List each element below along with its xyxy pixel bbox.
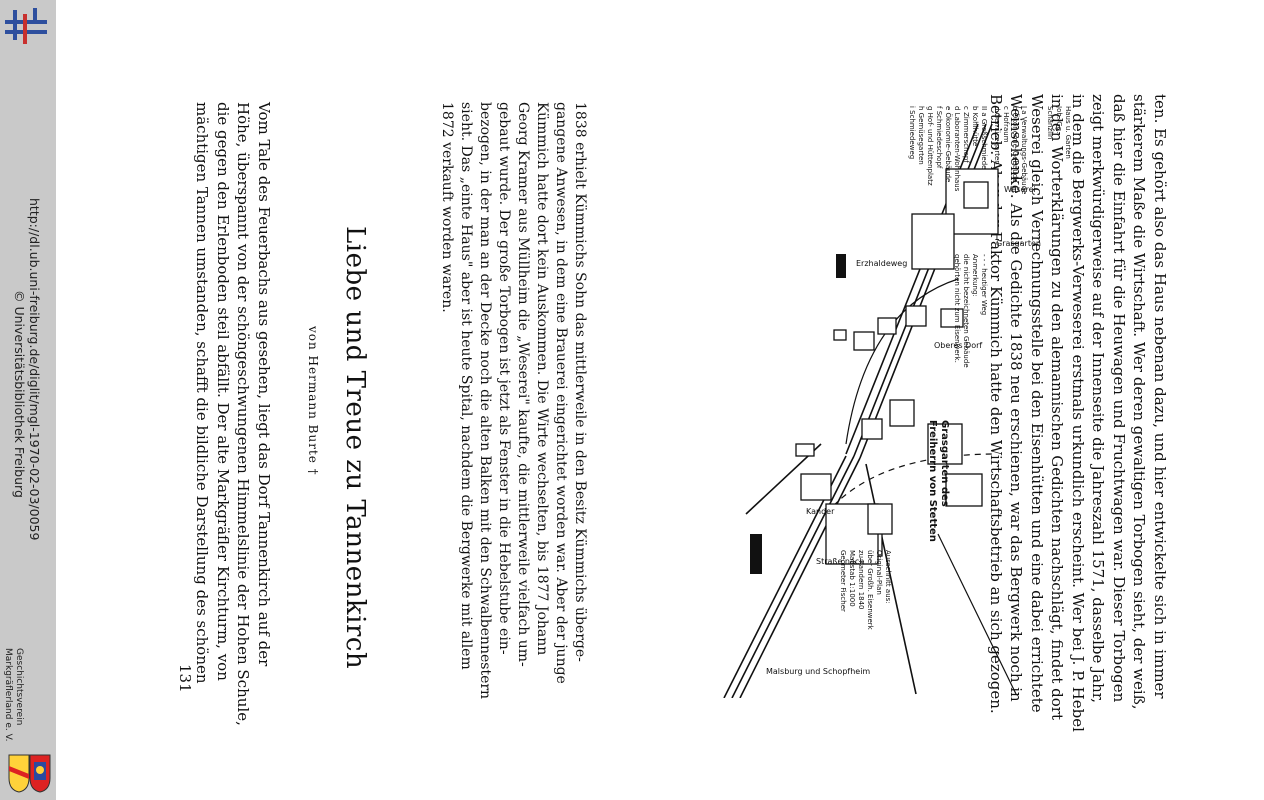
legend-entry: g Hof- und Hüttenplatz xyxy=(926,106,934,186)
legend-entry: d Gemüsegarten xyxy=(993,106,1001,165)
text-line: mächtigen Tannen umstanden, schafft die … xyxy=(193,102,212,684)
text-line: die gegen den Erlenboden steil abfällt. … xyxy=(214,102,232,681)
text-line: bezogen, in der man an der Decke noch di… xyxy=(477,102,493,700)
copyright-notice: © Universitätsbibliothek Freiburg xyxy=(12,290,27,498)
document-url[interactable]: http://dl.ub.uni-freiburg.de/diglit/mgl-… xyxy=(27,198,42,541)
map-label-grasgarten: Grasgarten xyxy=(996,239,1041,248)
source-line: über Großh. Eisenwerk xyxy=(866,550,874,630)
historic-site-map: Weserei Grasgarten Erzhaldeweg Oberes Do… xyxy=(616,94,1076,699)
legend-entry: c Zimmerschopf xyxy=(962,106,970,163)
legend-entry: i Schmiedeweg xyxy=(908,106,916,160)
source-line: zu Kandern 1840 xyxy=(857,550,865,610)
map-legend-group1: I a Verwaltungs-Gebäude b Ökonomie-Gebäu… xyxy=(992,106,1028,194)
society-name: Geschichtsverein Markgräflerland e. V. xyxy=(2,648,24,741)
map-legend-group2: II a Großschmiede b Kohlhütte c Zimmersc… xyxy=(907,106,988,191)
text-line: Höhe, überspannt von der schöngeschwunge… xyxy=(234,102,253,726)
text-line: gangene Anwesen, in dem eine Brauerei ei… xyxy=(553,102,569,684)
map-label-erzhaldeweg: Erzhaldeweg xyxy=(856,259,907,268)
source-line: Original-Plan xyxy=(875,550,883,595)
page-number: 131 xyxy=(176,664,194,693)
map-label-malsburg: Malsburg und Schopfheim xyxy=(766,667,870,676)
map-label-oberes-dorf: Oberes Dorf xyxy=(934,341,982,350)
article-byline: von Hermann Burte † xyxy=(306,326,320,476)
text-line: gebaut wurde. Der große Torbogen ist jet… xyxy=(496,102,512,655)
map-label-owner: Joh. Gg. xyxy=(1055,106,1063,134)
legend-entry: c Hofraum xyxy=(1002,106,1010,143)
text-line: stärkerem Maße die Wirtschaft. Wer deren… xyxy=(1130,94,1149,710)
text-line: Kümmich hatte dort kein Auskommen. Die W… xyxy=(534,102,550,656)
map-label-weserei: Weserei xyxy=(1004,185,1036,194)
map-label-kander: Kander xyxy=(806,507,835,516)
legend-entry: I a Verwaltungs-Gebäude xyxy=(1020,106,1028,195)
text-line: Georg Kramer aus Müllheim die „Weserei" … xyxy=(515,102,531,667)
source-line: Maßstab 1:1000 xyxy=(848,550,856,607)
legend-path-note: - - - heutiger Weg xyxy=(980,254,988,316)
map-legend-top: Haus u. Garten Joh. Gg. Schanzlin xyxy=(1045,106,1072,159)
text-line: Vom Tale des Feuerbachs aus gesehen, lie… xyxy=(255,102,273,667)
text-line: ten. Es gehört also das Haus nebenan daz… xyxy=(1151,94,1169,699)
scanned-page: ten. Es gehört also das Haus nebenan daz… xyxy=(176,94,1186,732)
map-note: - - - heutiger Weg Anmerkung: die nicht … xyxy=(952,254,988,368)
source-line: Geometer Fischer xyxy=(839,550,847,612)
middle-paragraph: 1838 erhielt Kümmichs Sohn das mittlerwe… xyxy=(437,102,589,699)
map-label-owner-name: Schanzlin xyxy=(1046,106,1054,140)
article-title: Liebe und Treue zu Tannenkirch xyxy=(340,226,370,670)
source-line: Ausschnitt aus: xyxy=(884,550,892,604)
annotation-line: Anmerkung: xyxy=(971,254,979,297)
annotation-line: gehörten nicht zum Eisenwerk. xyxy=(953,254,961,363)
map-source: Ausschnitt aus: Original-Plan über Großh… xyxy=(838,550,892,630)
legend-entry: II a Großschmiede xyxy=(980,106,988,170)
legend-entry: b Kohlhütte xyxy=(971,106,979,147)
text-line: 1872 verkauft worden waren. xyxy=(439,102,455,313)
coat-of-arms-icon xyxy=(8,754,51,793)
legend-entry: e Ökonomie-Gebäude xyxy=(944,106,952,183)
map-title: Grasgarten des Freiherrn von Stetten xyxy=(926,420,950,542)
text-line: daß hier die Einfahrt für die Heuwagen u… xyxy=(1110,94,1128,703)
map-title-line: Grasgarten des xyxy=(939,420,950,507)
map-title-line: Freiherrn von Stetten xyxy=(927,420,938,542)
legend-entry: f Schmiedeschopf xyxy=(935,106,943,169)
digital-library-logo[interactable] xyxy=(5,6,49,50)
text-line: 1838 erhielt Kümmichs Sohn das mittlerwe… xyxy=(572,102,588,662)
viewer-sidebar: http://dl.ub.uni-freiburg.de/diglit/mgl-… xyxy=(0,0,56,800)
text-line: zeigt merkwürdigerweise auf der Innensei… xyxy=(1089,94,1108,704)
annotation-line: die nicht bezeichneten Gebäude xyxy=(962,254,970,368)
legend-entry: d Laboranten-Wohnhaus xyxy=(953,106,961,192)
society-line: Geschichtsverein xyxy=(14,648,24,726)
society-line: Markgräflerland e. V. xyxy=(3,648,13,742)
map-label-strasse: Straße nach xyxy=(816,557,864,566)
map-label-house: Haus u. Garten xyxy=(1064,106,1072,159)
legend-entry: b Ökonomie-Gebäude xyxy=(1011,106,1019,183)
bottom-paragraph: Vom Tale des Feuerbachs aus gesehen, lie… xyxy=(192,102,274,726)
text-line: sieht. Das „einte Haus" aber ist heute S… xyxy=(458,102,474,670)
legend-entry: h Gemüsegarten xyxy=(917,106,925,165)
